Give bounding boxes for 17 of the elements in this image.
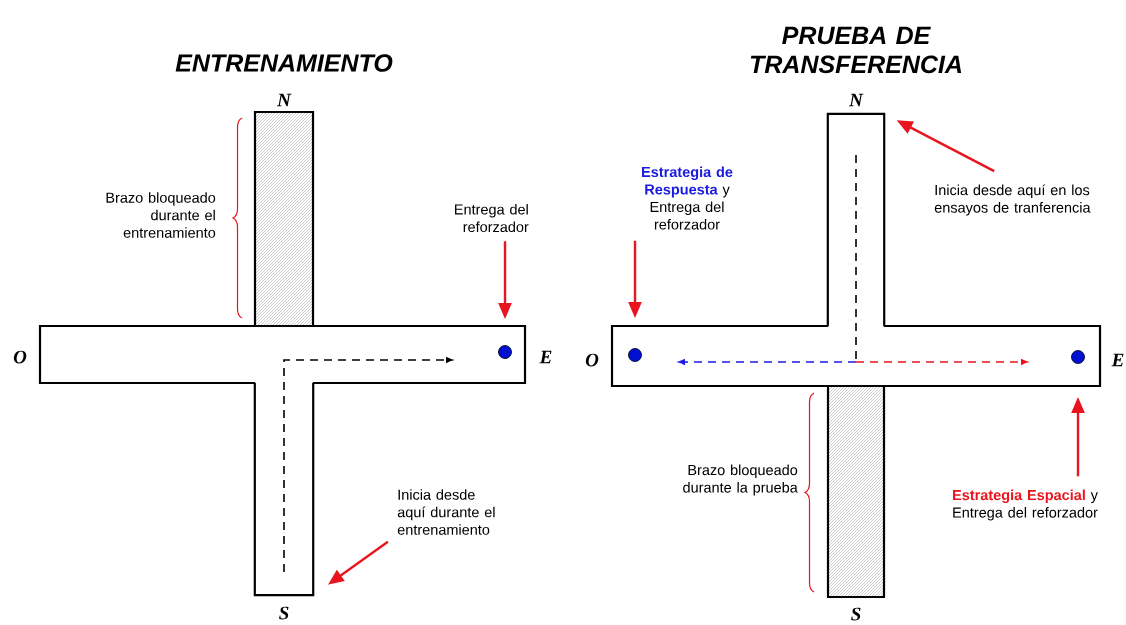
panel-title: PRUEBA DE TRANSFERENCIA <box>750 26 962 74</box>
annotation-text: Inicia desde aquí durante el entrenamiento <box>397 489 495 535</box>
maze-arm <box>253 382 315 597</box>
annotation-text: Estrategia de Respuesta y Entrega del reforzador <box>642 166 733 230</box>
annotation-text: Inicia desde aquí en los ensayos de tranferencia <box>934 184 1091 216</box>
arm-letter: E <box>539 350 552 364</box>
annotation-text: Entrega del reforzador <box>455 203 529 233</box>
panel-title: ENTRENAMIENTO <box>175 54 393 72</box>
arm-letter: S <box>851 607 861 621</box>
arm-letter: N <box>276 93 292 107</box>
annotation-text: Brazo bloqueado durante la prueba <box>683 464 798 496</box>
annotation-text: Estrategia Espacial y Entrega del reforzador <box>953 489 1098 521</box>
annotation-text: Brazo bloqueado durante el entrenamiento <box>106 192 216 238</box>
arm-letter: O <box>13 350 27 364</box>
arm-letter: O <box>585 353 599 367</box>
maze-arm <box>826 112 886 327</box>
arm-letter: E <box>1111 353 1124 367</box>
